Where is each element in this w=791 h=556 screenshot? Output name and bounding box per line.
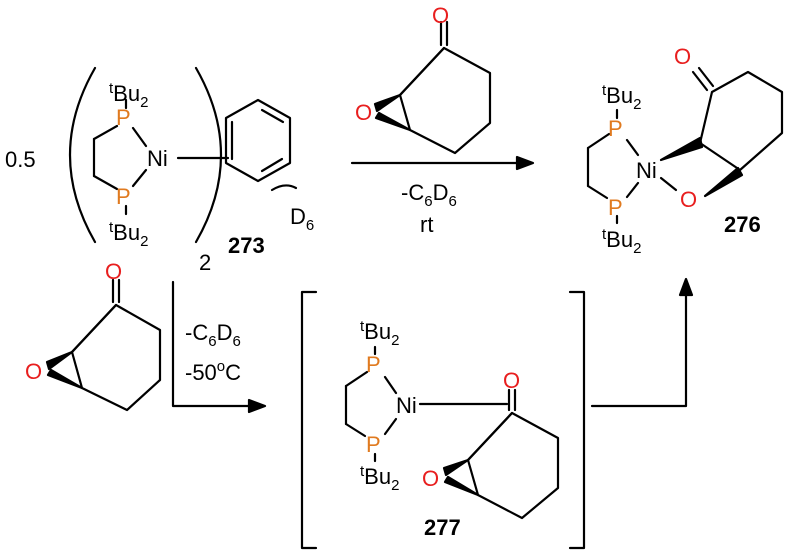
phosphorus-atom: P (608, 195, 623, 220)
compound-276: O O P P Ni tBu2 tBu2 276 (586, 44, 784, 257)
bond (586, 184, 609, 200)
stoichiometry-label: 0.5 (5, 147, 36, 172)
condition-temp-bottom: -50oC (185, 358, 241, 385)
nickel-atom: Ni (636, 158, 657, 183)
right-bracket (568, 290, 586, 550)
condition-temp-top: rt (420, 212, 433, 237)
bond (625, 181, 640, 199)
reaction-arrow-top: -C6D6 rt (350, 155, 535, 237)
wedge-bond (442, 458, 470, 477)
oxygen-atom: O (674, 44, 691, 69)
phosphorus-atom: P (608, 116, 623, 141)
compound-273: 0.5 2 P P Ni tBu2 tBu2 D6 273 (5, 66, 314, 275)
compound-number-276: 276 (724, 212, 761, 237)
wedge-bond (443, 475, 480, 497)
epoxy-ketone-bottom: O O (25, 259, 162, 412)
tbu2-label: tBu2 (602, 226, 641, 257)
tbu2-label: tBu2 (602, 82, 641, 113)
bond (383, 375, 398, 395)
deuterium-arc (270, 184, 298, 192)
cyclohexanone-ring (70, 303, 162, 412)
dimer-subscript: 2 (199, 250, 211, 275)
compound-277: O O P P Ni tBu2 tBu2 277 (300, 290, 586, 550)
bond (344, 422, 367, 438)
bond (92, 124, 119, 141)
tbu2-label: tBu2 (109, 219, 148, 250)
tbu2-label: tBu2 (109, 80, 148, 111)
condition-reagent-bottom: -C6D6 (185, 320, 241, 350)
benzene-ring (224, 98, 292, 183)
phosphorus-atom: P (366, 432, 381, 457)
carbonyl-bond (691, 70, 709, 92)
condition-reagent-top: -C6D6 (401, 180, 457, 210)
bond (398, 46, 446, 97)
reaction-arrow-277-to-276 (590, 277, 694, 408)
phosphorus-atom: P (116, 184, 131, 209)
arrow-head (247, 398, 267, 414)
phosphorus-atom: P (366, 352, 381, 377)
carbonyl-bond (697, 66, 715, 88)
double-bond (260, 157, 284, 173)
cyclohexanone-ring (398, 46, 492, 155)
oxygen-atom: O (432, 3, 449, 28)
nickel-atom: Ni (396, 393, 417, 418)
bond (70, 303, 118, 354)
right-paren (194, 66, 223, 244)
bond (625, 138, 640, 157)
arrow-head (515, 155, 535, 171)
tbu2-label: tBu2 (360, 463, 399, 494)
nickel-atom: Ni (147, 146, 168, 171)
bond (344, 370, 369, 388)
arrow-head (678, 277, 694, 297)
double-bond (260, 108, 285, 124)
wedge-bond (659, 136, 704, 162)
bond (131, 126, 148, 148)
oxygen-atom: O (422, 466, 439, 491)
bond (466, 411, 514, 462)
left-bracket (300, 290, 318, 550)
cyclohexanone-ring (466, 411, 560, 520)
bond (131, 168, 148, 188)
bond (586, 132, 611, 150)
tbu2-label: tBu2 (360, 318, 399, 349)
oxygen-atom: O (355, 100, 372, 125)
bond (383, 417, 398, 436)
arrow-shaft (590, 288, 688, 408)
compound-number-277: 277 (424, 515, 461, 540)
wedge-bond (703, 166, 744, 198)
wedge-bond (374, 111, 412, 132)
oxygen-atom: O (503, 368, 520, 393)
left-paren (68, 66, 97, 244)
bond (698, 141, 742, 172)
oxygen-atom: O (105, 259, 122, 284)
wedge-bond (45, 350, 74, 371)
phosphorus-atom: P (116, 105, 131, 130)
bond (92, 174, 119, 191)
wedge-bond (373, 93, 402, 113)
wedge-bond (46, 368, 84, 390)
oxygen-atom: O (25, 359, 42, 384)
oxygen-atom: O (680, 187, 697, 212)
d6-label: D6 (290, 204, 314, 234)
compound-number-273: 273 (228, 233, 265, 258)
ni-oxygen-bond (659, 176, 678, 192)
cyclohexanone-ring (698, 70, 784, 172)
arrow-shaft (171, 280, 257, 408)
reaction-arrow-bottom: -C6D6 -50oC (171, 280, 267, 414)
epoxy-ketone-top: O O (355, 3, 492, 155)
